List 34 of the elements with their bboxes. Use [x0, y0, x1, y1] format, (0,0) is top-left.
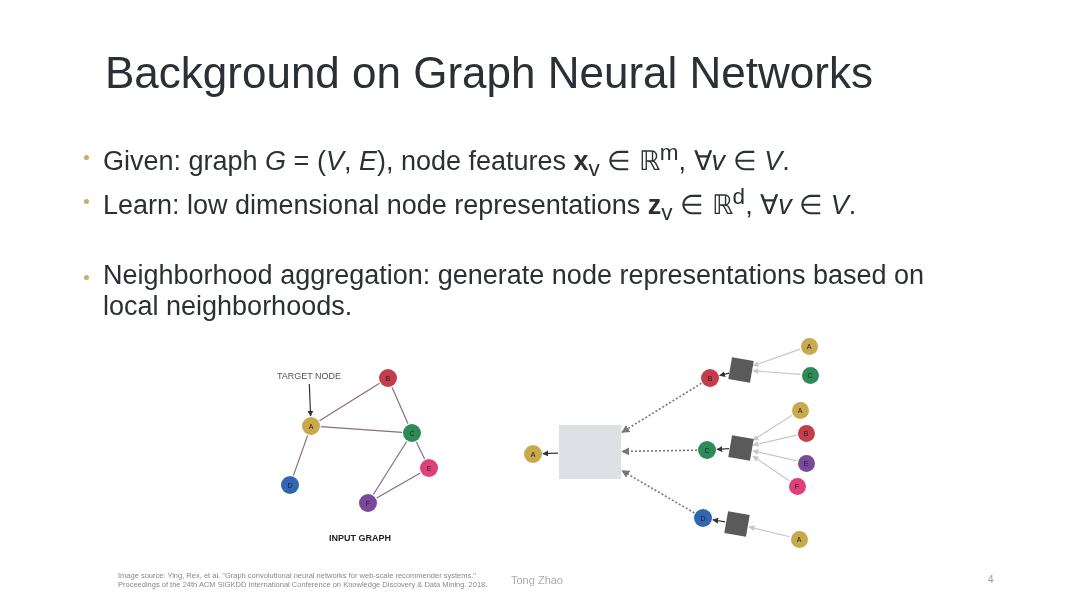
graph-edge	[372, 440, 408, 496]
arrow	[752, 414, 793, 441]
author-name: Tong Zhao	[511, 574, 564, 587]
arrow	[307, 383, 314, 417]
arrow	[752, 368, 802, 375]
arrow	[621, 382, 703, 434]
aggregator-square	[724, 511, 750, 537]
arrow	[716, 446, 730, 453]
page-number: 4	[988, 574, 995, 586]
graph-edge	[415, 441, 426, 460]
graph-edge	[292, 434, 309, 477]
bullet-text: Learn: low dimensional node representations z$_{v}$ ∈ ℝ$^{d}$, ∀v ∈ V.	[103, 184, 858, 227]
aggregation-box	[559, 425, 621, 479]
graph-edge	[318, 382, 381, 422]
arrow	[621, 469, 696, 514]
bullet-text: Given: graph G = (V, E), node features x$_{v}$ ∈ ℝ$^{m}$, ∀v ∈ V.	[103, 140, 791, 183]
arrow	[752, 455, 790, 482]
graph-edge	[391, 386, 409, 425]
graph-caption: INPUT GRAPH	[328, 533, 392, 544]
bullet-text: Neighborhood aggregation: generate node representations based on local neighborhoods.	[103, 260, 926, 323]
arrow	[712, 517, 726, 524]
arrow	[542, 450, 559, 457]
arrow	[719, 371, 730, 378]
arrow	[748, 525, 791, 538]
graph-edge	[320, 426, 403, 433]
arrow	[752, 434, 798, 447]
graph-edge	[376, 472, 421, 499]
callout-label: TARGET NODE	[271, 369, 347, 383]
arrow	[752, 348, 801, 367]
aggregator-square	[728, 435, 754, 461]
arrow	[752, 449, 798, 462]
aggregator-square	[728, 357, 754, 383]
arrow	[621, 447, 698, 456]
slide-title: Background on Graph Neural Networks	[105, 48, 873, 98]
